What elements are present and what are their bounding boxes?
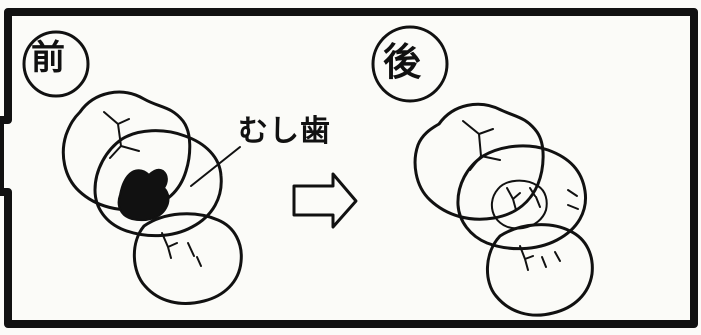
pointer-line: [190, 146, 241, 187]
after-tooth-1: [413, 102, 545, 221]
after-groove-3: [519, 245, 561, 271]
after-tooth-2: [456, 144, 588, 251]
before-label: 前: [31, 38, 65, 78]
caries-label: むし歯: [238, 114, 331, 149]
before-teeth-group: [61, 90, 243, 305]
before-tooth-3: [132, 212, 243, 305]
after-label: 後: [383, 40, 422, 84]
panel-border: [0, 8, 698, 328]
right-arrow-icon: [292, 172, 358, 229]
decay-spot: [117, 168, 170, 222]
after-circle-icon: [371, 25, 449, 103]
after-groove-2: [506, 187, 541, 211]
before-tooth-2: [93, 129, 223, 238]
after-side-marks: [567, 189, 579, 210]
after-groove-1: [462, 120, 501, 171]
after-tooth-3: [485, 223, 594, 317]
before-groove-1: [103, 111, 140, 159]
before-groove-2: [161, 232, 202, 267]
before-circle-icon: [22, 30, 90, 98]
before-tooth-1: [61, 90, 192, 212]
after-filling-outline: [490, 179, 548, 230]
after-teeth-group: [413, 102, 594, 317]
